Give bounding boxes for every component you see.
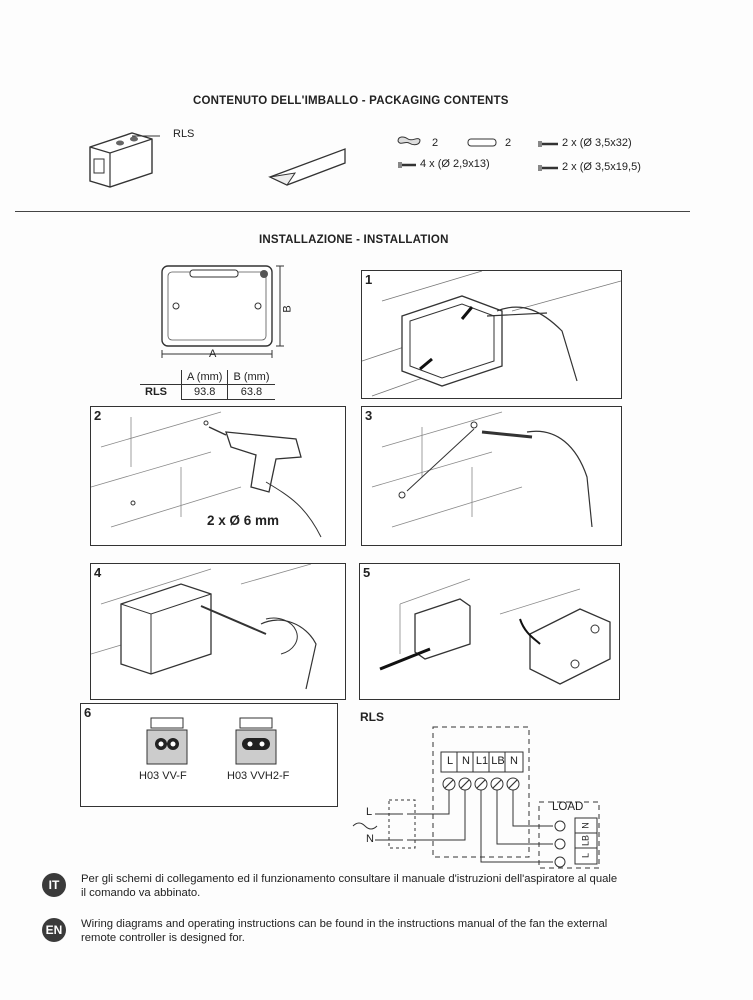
step-5-panel: 5: [359, 563, 620, 700]
dimension-drawing: [161, 265, 284, 358]
cable-vvh2-f-illustration: [235, 717, 277, 765]
load-label: LOAD: [552, 801, 584, 813]
table-header: [140, 370, 182, 385]
wiring-diagram: [352, 726, 600, 869]
plug-qty: 2: [505, 137, 512, 149]
en-language-badge: EN: [42, 918, 66, 942]
dimension-a-label: A: [209, 348, 217, 360]
small-screw-icon: [398, 162, 416, 168]
dimension-b-label: B: [281, 305, 294, 313]
step-1-number: 1: [365, 272, 373, 287]
terminal-label: L: [446, 755, 454, 767]
installation-title: INSTALLAZIONE - INSTALLATION: [259, 234, 449, 246]
step-5-number: 5: [363, 565, 371, 580]
table-cell: 93.8: [181, 384, 229, 400]
line-n-label: N: [366, 833, 374, 845]
packaging-title: CONTENUTO DELL'IMBALLO - PACKAGING CONTE…: [193, 95, 509, 107]
en-note-text: Wiring diagrams and operating instructio…: [81, 918, 608, 944]
table-row: RLS 93.8 63.8: [140, 384, 275, 400]
step-2-illustration: [90, 411, 322, 538]
cable-vvh2-f-label: H03 VVH2-F: [227, 770, 290, 782]
wiring-title: RLS: [360, 710, 384, 724]
step-4-number: 4: [94, 565, 102, 580]
rls-device-label: RLS: [173, 128, 195, 140]
it-note-text: Per gli schemi di collegamento ed il fun…: [81, 873, 618, 899]
cable-vv-f-label: H03 VV-F: [139, 770, 187, 782]
table-header: A (mm): [181, 370, 229, 385]
terminal-label: LB: [491, 755, 505, 767]
line-l-label: L: [366, 806, 373, 818]
step-6-panel: 6 H03 VV-F H03 VVH2-F: [80, 703, 338, 807]
long-screw-spec: 2 x (Ø 3,5x32): [562, 137, 632, 149]
terminal-label: N: [462, 755, 470, 767]
section-divider: [15, 211, 690, 212]
terminal-label: L1: [475, 755, 489, 767]
step-6-number: 6: [84, 705, 92, 720]
medium-screw-spec: 2 x (Ø 3,5x19,5): [562, 161, 641, 173]
table-header: B (mm): [227, 370, 275, 385]
mounting-bracket-illustration: [268, 148, 346, 186]
step-1-panel: 1: [361, 270, 622, 399]
step-2-panel: 2 2 x Ø 6 mm: [90, 406, 346, 546]
load-terminals: N LB L: [578, 818, 594, 863]
step-4-panel: 4: [90, 563, 346, 700]
long-screw-icon: [538, 141, 558, 147]
step-2-drill-caption: 2 x Ø 6 mm: [207, 513, 280, 528]
rls-device-illustration: [89, 132, 160, 188]
step-2-number: 2: [94, 408, 102, 423]
step-1-illustration: [361, 270, 622, 397]
step-5-illustration: [379, 578, 611, 685]
step-3-illustration: [371, 411, 593, 528]
clip-qty: 2: [432, 137, 439, 149]
load-terminal-label: LB: [580, 835, 591, 847]
table-cell: 63.8: [227, 384, 275, 400]
load-terminal-label: N: [580, 822, 591, 829]
step-3-number: 3: [365, 408, 373, 423]
cable-vv-f-illustration: [146, 717, 188, 765]
small-screw-spec: 4 x (Ø 2,9x13): [420, 158, 490, 170]
clip-icon: [397, 136, 421, 146]
step-3-panel: 3: [361, 406, 622, 546]
dimensions-table: A (mm) B (mm) RLS 93.8 63.8: [140, 370, 275, 400]
medium-screw-icon: [538, 165, 558, 171]
step-4-illustration: [90, 563, 317, 690]
plug-icon: [467, 138, 497, 147]
terminal-label: N: [510, 755, 518, 767]
table-cell: RLS: [140, 384, 182, 400]
load-terminal-label: L: [580, 853, 591, 859]
terminal-strip: L N L1 LB N: [442, 755, 524, 767]
it-language-badge: IT: [42, 873, 66, 897]
